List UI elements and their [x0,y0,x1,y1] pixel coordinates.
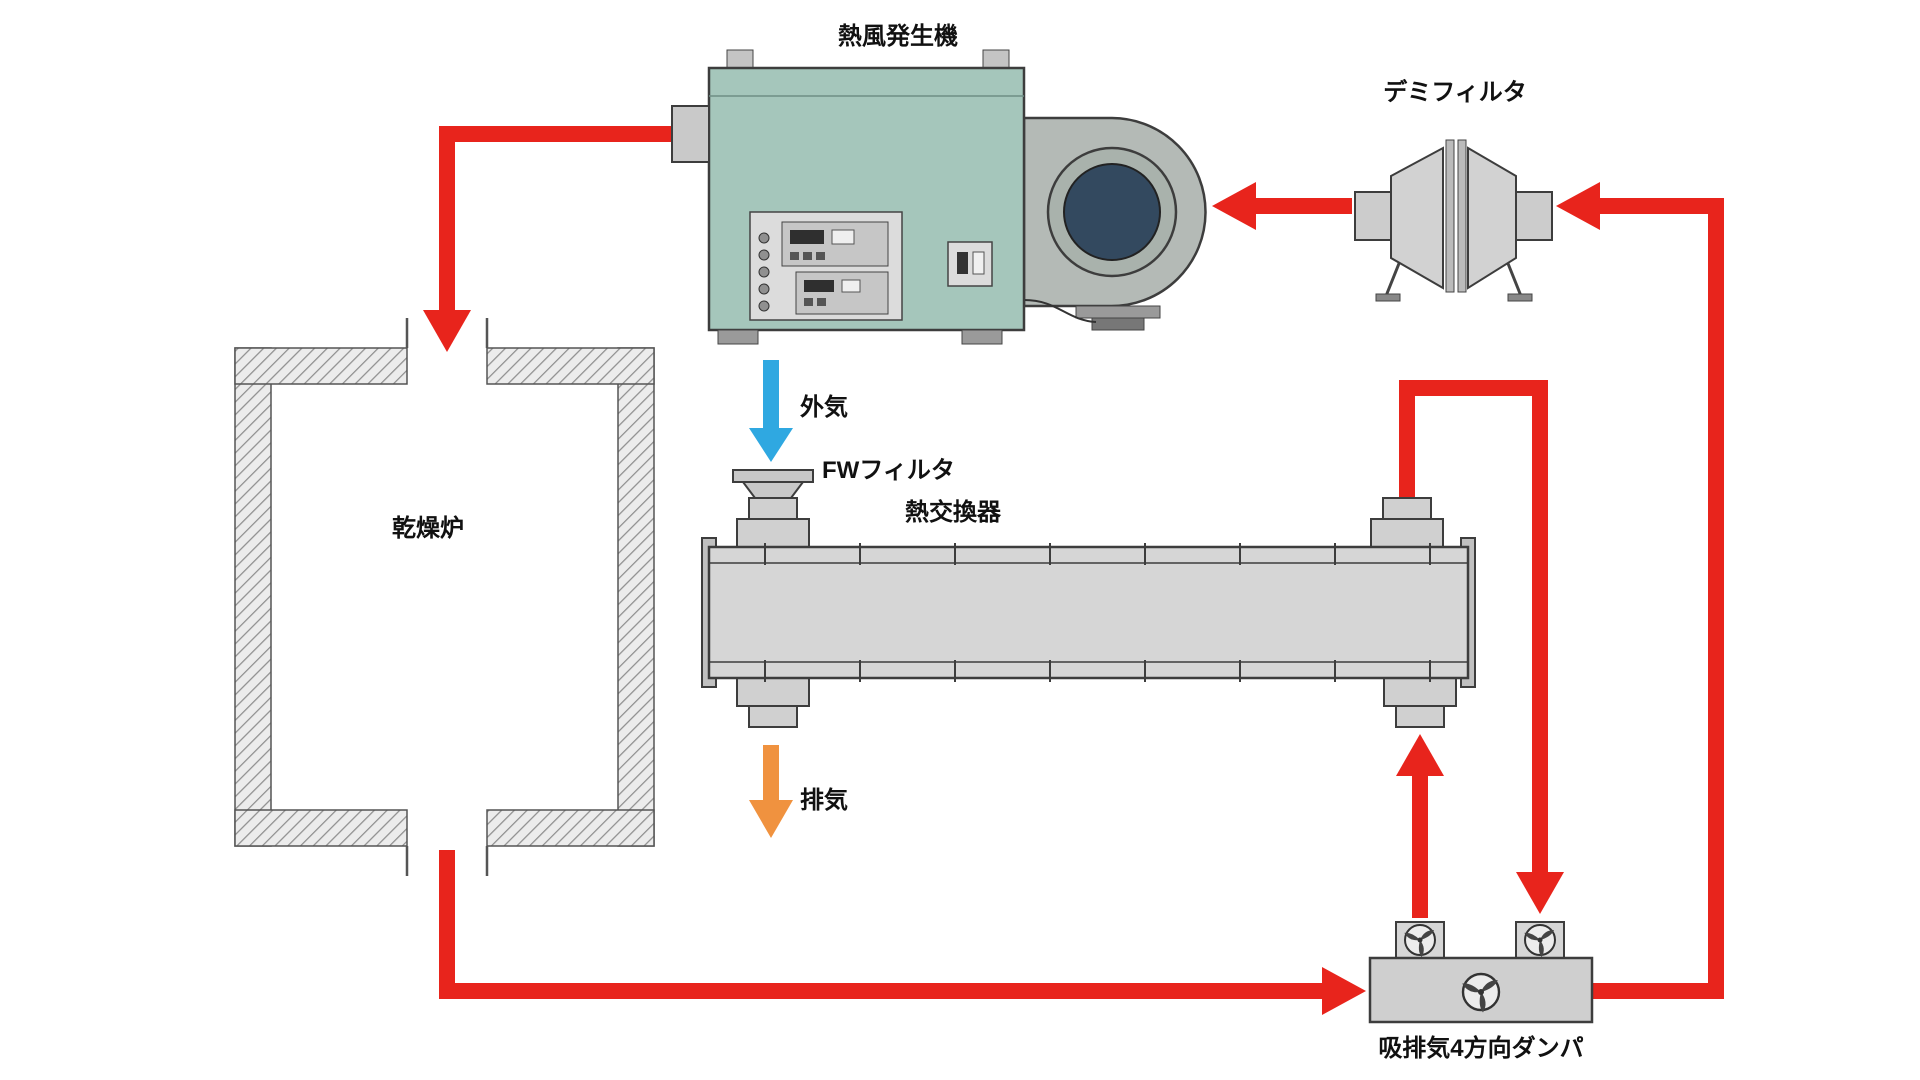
port-top-right [1370,518,1444,548]
port-top-left [736,518,810,548]
port-bottom-left [736,677,810,707]
generator-foot-right [961,329,1003,345]
label-fw-filter: FWフィルタ [822,457,955,484]
blower-base [1075,305,1161,319]
panel-buttons [758,232,770,312]
flow-arrowhead-into-demi-filter [1556,182,1600,230]
control-panel [749,211,903,321]
demi-filter: デミフィルタ [1354,78,1553,302]
furnace-duct-stubs [405,318,489,876]
demi-filter-plate-2 [1457,139,1467,293]
exhaust-arrow [749,745,793,838]
heat-exchanger-body [707,545,1470,680]
flow-arrowhead-into-blower [1212,182,1256,230]
blower-foot [1091,317,1145,331]
label-drying-furnace: 乾燥炉 [392,515,464,542]
furnace-top-wall-left [234,347,408,385]
switch-box [947,241,993,287]
port-top-right-stub [1382,497,1432,520]
demi-filter-flange-left [1354,191,1392,241]
furnace-left-wall [234,347,272,847]
flow-arrowhead-into-furnace [423,310,471,352]
panel-keys-lower [804,298,826,306]
heat-exchanger-ports [736,497,1457,728]
panel-module-lower [795,271,889,315]
blower-conduit [1023,299,1097,323]
flow-arrowhead-down-into-damper [1516,872,1564,914]
furnace-top-wall-right [486,347,655,385]
generator-foot-left [717,329,759,345]
flow-arrowhead-into-heat-exchanger [1396,734,1444,776]
panel-display-upper [790,230,824,244]
hot-air-flow-circuit [423,126,1724,1015]
outside-air-arrow [749,360,793,462]
port-top-left-stub [748,497,798,520]
demi-filter-cone-left [1390,146,1444,290]
hot-air-generator: 熱風発生機 [671,22,1207,345]
flow-arrow-furnace-to-damper [439,850,1322,999]
flow-arrow-damper-to-demi-filter [1592,198,1724,999]
generator-lug-right [982,49,1010,69]
port-bottom-left-stub [748,705,798,728]
demi-filter-foot-left [1375,293,1401,302]
flow-arrow-heat-exchanger-to-damper [1399,380,1548,872]
fan-inlet [1063,163,1161,261]
label-four-way-damper: 吸排気4方向ダンパ [1378,1034,1583,1062]
label-outside-air: 外気 [800,393,848,421]
label-hot-air-generator: 熱風発生機 [838,22,958,50]
generator-outlet-port [671,105,710,163]
drying-furnace: 乾燥炉 [234,318,655,876]
label-heat-exchanger: 熱交換器 [905,498,1002,526]
panel-keys-upper [790,252,825,260]
furnace-bottom-wall-left [234,809,408,847]
furnace-right-wall [617,347,655,847]
panel-readout-lower [841,279,861,293]
panel-readout-upper [831,229,855,245]
fw-filter [732,469,814,499]
demi-filter-plate-1 [1445,139,1455,293]
flow-arrow-generator-to-furnace [439,126,676,310]
label-demi-filter: デミフィルタ [1383,78,1527,106]
demi-filter-flange-right [1515,191,1553,241]
panel-display-lower [804,280,834,292]
flow-arrowhead-into-damper [1322,967,1366,1015]
heat-exchanger-bolts [764,543,1431,682]
port-bottom-right-stub [1395,705,1445,728]
furnace-bottom-wall-right [486,809,655,847]
generator-lug-left [726,49,754,69]
heat-exchanger: FWフィルタ 熱交換器 [701,457,1476,728]
four-way-damper: 吸排気4方向ダンパ [1368,921,1594,1062]
demi-filter-foot-right [1507,293,1533,302]
label-exhaust: 排気 [800,786,848,814]
demi-filter-cone-right [1467,146,1517,290]
port-bottom-right [1383,677,1457,707]
